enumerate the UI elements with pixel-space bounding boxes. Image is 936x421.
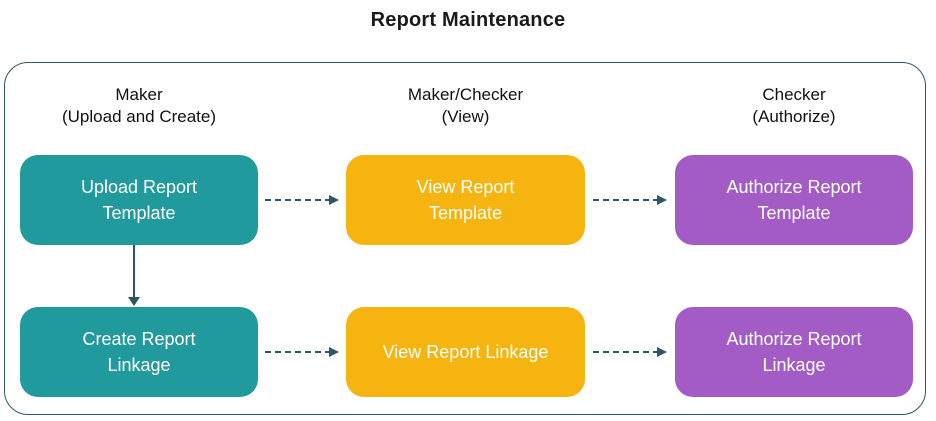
column-header-maker: Maker (Upload and Create) <box>19 84 259 128</box>
dashed-line <box>593 199 657 201</box>
column-action: (Authorize) <box>752 107 836 126</box>
column-header-maker-checker: Maker/Checker (View) <box>346 84 585 128</box>
box-authorize-report-template: Authorize Report Template <box>675 155 913 245</box>
arrow-upload-to-create <box>128 245 140 306</box>
arrow-view-to-authorize-template <box>593 195 667 205</box>
column-role: Maker <box>115 85 163 104</box>
arrowhead-right-icon <box>657 347 667 357</box>
arrowhead-right-icon <box>657 195 667 205</box>
column-action: (View) <box>441 107 490 126</box>
column-role: Checker <box>762 85 826 104</box>
box-authorize-report-linkage: Authorize Report Linkage <box>675 307 913 397</box>
box-create-report-linkage: Create Report Linkage <box>20 307 258 397</box>
arrowhead-down-icon <box>128 297 140 306</box>
column-action: (Upload and Create) <box>61 107 217 126</box>
arrow-upload-to-view-template <box>265 195 339 205</box>
box-upload-report-template: Upload Report Template <box>20 155 258 245</box>
box-view-report-linkage: View Report Linkage <box>346 307 585 397</box>
page-title: Report Maintenance <box>370 9 566 31</box>
dashed-line <box>265 351 329 353</box>
box-view-report-template: View Report Template <box>346 155 585 245</box>
arrowhead-right-icon <box>329 347 339 357</box>
column-role: Maker/Checker <box>407 85 524 104</box>
dashed-line <box>265 199 329 201</box>
column-header-checker: Checker (Authorize) <box>674 84 914 128</box>
arrow-view-to-authorize-linkage <box>593 347 667 357</box>
dashed-line <box>593 351 657 353</box>
solid-line <box>133 245 135 297</box>
arrow-create-to-view-linkage <box>265 347 339 357</box>
arrowhead-right-icon <box>329 195 339 205</box>
